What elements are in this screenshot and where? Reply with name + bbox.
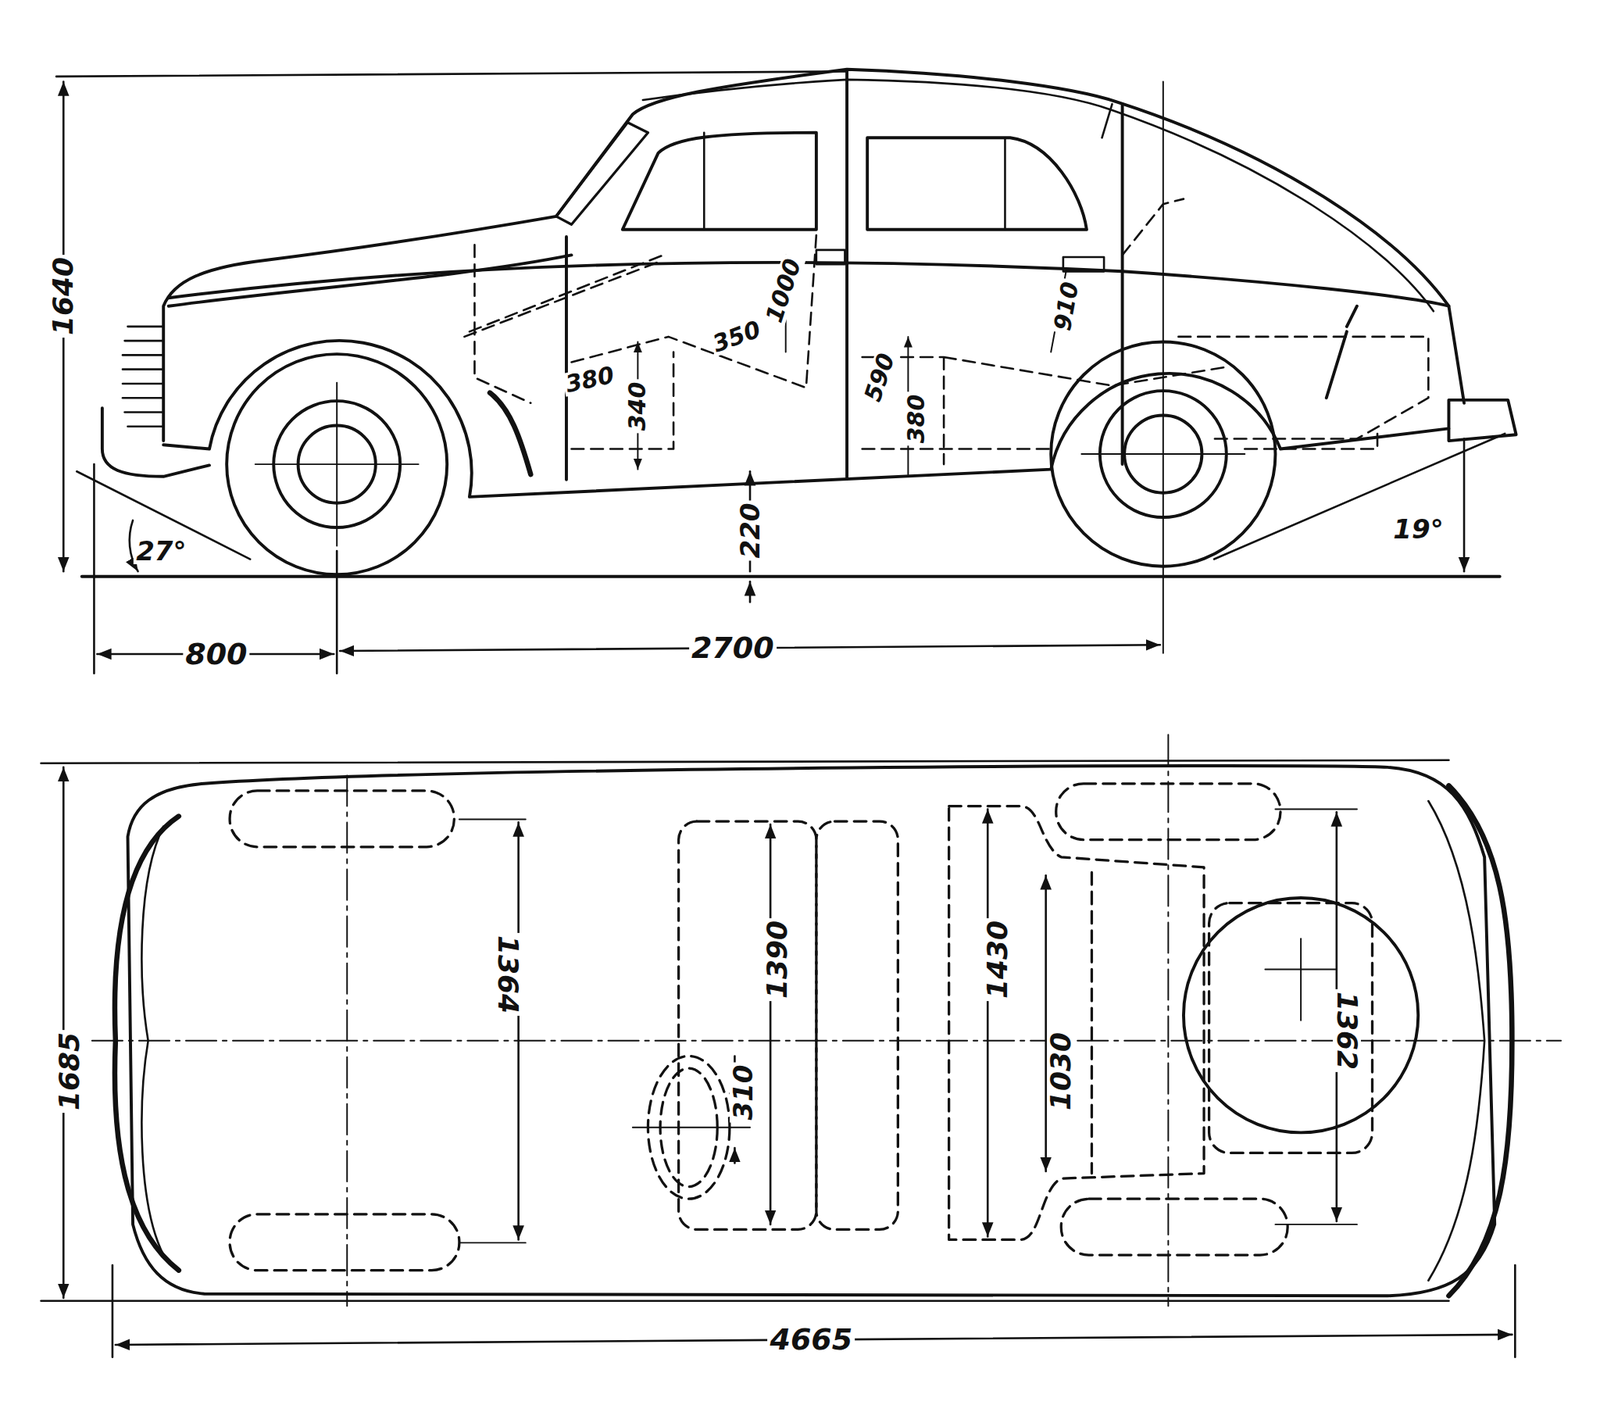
drawing-line xyxy=(556,122,649,225)
drawing-line xyxy=(459,1241,526,1243)
drawing-line xyxy=(678,821,817,1229)
drawing-line xyxy=(163,69,1465,441)
drawing-line xyxy=(111,1264,115,1358)
drawing-line xyxy=(1300,938,1302,1020)
drawing-line xyxy=(122,396,164,400)
drawing-line xyxy=(464,254,664,336)
drawing-line xyxy=(1244,428,1378,449)
dimension-label: 910 xyxy=(1050,277,1083,335)
drawing-line xyxy=(122,367,164,371)
drawing-line xyxy=(92,464,96,674)
drawing-line xyxy=(816,250,846,265)
drawing-line xyxy=(1275,807,1357,810)
drawing-line xyxy=(125,410,165,414)
dimension-label: 340 xyxy=(625,379,650,434)
drawing-line xyxy=(862,357,1225,465)
drawing-line xyxy=(128,765,1496,1296)
drawing-line xyxy=(949,806,1204,1240)
dimension-label: 350 xyxy=(707,316,767,358)
drawing-line xyxy=(769,824,772,1225)
drawing-line xyxy=(1209,903,1373,1154)
drawing-line xyxy=(1121,103,1125,465)
drawing-line xyxy=(867,137,1087,230)
dimension-label: 1685 xyxy=(55,1029,84,1113)
drawing-line xyxy=(335,550,339,674)
drawing-line xyxy=(1275,1223,1357,1225)
side-view xyxy=(56,69,1517,674)
drawing-line xyxy=(229,1214,460,1271)
drawing-line xyxy=(564,236,568,480)
drawing-line xyxy=(1060,1198,1288,1255)
drawing-line xyxy=(41,760,1450,764)
drawing-line xyxy=(1326,306,1358,399)
drawing-line xyxy=(1003,137,1007,230)
drawing-line xyxy=(464,199,1429,465)
drawing-line xyxy=(1122,199,1429,440)
dimension-label: 1362 xyxy=(1332,989,1361,1072)
drawing-line xyxy=(163,340,1449,497)
drawing-line xyxy=(1463,438,1466,572)
drawing-line xyxy=(335,382,338,547)
drawing-line xyxy=(517,821,520,1240)
drawing-line xyxy=(128,425,165,428)
drawing-line xyxy=(845,71,849,478)
drawing-line xyxy=(703,132,706,230)
drawing-line xyxy=(41,1300,1450,1303)
top-view xyxy=(41,734,1562,1357)
drawing-line xyxy=(128,325,165,329)
drawing-line xyxy=(1162,81,1165,653)
dimension-label: 1000 xyxy=(761,253,806,328)
dimension-label: 1364 xyxy=(493,932,522,1016)
drawing-line xyxy=(1056,783,1281,840)
dimension-label: 220 xyxy=(736,500,764,561)
drawing-line xyxy=(1090,871,1093,1173)
drawing-line xyxy=(733,1147,736,1164)
drawing-line xyxy=(1448,400,1516,441)
dimension-label: 4665 xyxy=(767,1324,855,1354)
dimension-label: 380 xyxy=(904,391,929,446)
dimension-label: 1640 xyxy=(49,254,78,338)
dimension-label: 19° xyxy=(1390,515,1446,543)
drawing-line xyxy=(1101,103,1112,138)
drawing-line xyxy=(816,821,898,1229)
drawing-line xyxy=(56,71,847,77)
drawing-line xyxy=(125,339,165,343)
dimension-label: 27° xyxy=(133,537,189,565)
drawing-line xyxy=(642,79,1434,311)
drawing-line xyxy=(1514,1264,1517,1358)
drawing-line xyxy=(102,407,210,476)
drawing-line xyxy=(168,262,1450,307)
drawing-line xyxy=(82,575,1500,579)
dimension-label: 1430 xyxy=(983,917,1012,1001)
drawing-line xyxy=(1044,875,1047,1172)
drawing-line xyxy=(632,1126,750,1129)
dimension-label: 310 xyxy=(729,1061,757,1122)
drawing-line xyxy=(114,816,179,1271)
drawing-line xyxy=(122,326,164,427)
drawing-line xyxy=(489,392,531,475)
dimension-label: 2700 xyxy=(689,632,777,663)
dimension-label: 1030 xyxy=(1046,1029,1075,1113)
dimension-label: 1390 xyxy=(763,917,792,1001)
drawing-line xyxy=(229,790,454,847)
dimension-label: 800 xyxy=(182,639,250,669)
drawing-line xyxy=(459,818,526,821)
drawing-line xyxy=(1063,257,1104,272)
drawing-line xyxy=(226,353,447,575)
drawing-line xyxy=(229,783,1372,1271)
drawing-line xyxy=(1214,433,1505,560)
drawing-line xyxy=(622,132,817,230)
drawing-line xyxy=(986,808,990,1236)
drawing-line xyxy=(168,254,572,306)
drawing-line xyxy=(749,581,752,602)
drawing-line xyxy=(1183,897,1418,1133)
drawing-line xyxy=(1167,734,1169,1306)
dimension-label: 380 xyxy=(560,362,618,397)
drawing-line xyxy=(122,353,164,357)
drawing-line xyxy=(346,775,348,1306)
drawing-line xyxy=(122,382,164,386)
